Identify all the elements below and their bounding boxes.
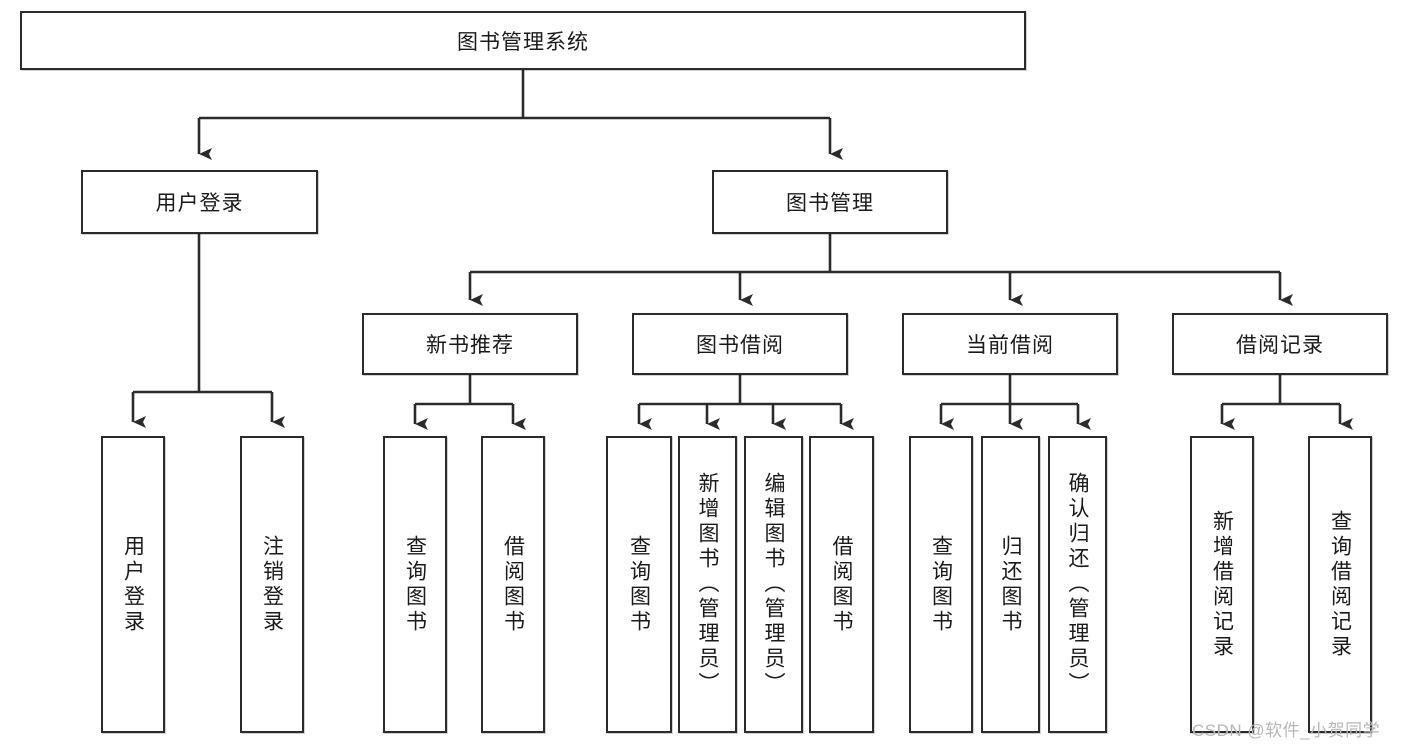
node-label: 注销登录 [260,534,284,635]
node-label: 借阅记录 [1236,334,1324,357]
leaf-record-query-borrow-record[interactable]: 查询借阅记录 [1308,436,1372,733]
leaf-current-return-book[interactable]: 归还图书 [981,436,1040,733]
node-label: 确认归还（管理员） [1066,472,1089,697]
node-new-book-recommend[interactable]: 新书推荐 [362,313,578,375]
node-label: 用户登录 [121,534,145,635]
leaf-borrow-add-book-admin[interactable]: 新增图书（管理员） [678,436,737,733]
leaf-borrow-query-book[interactable]: 查询图书 [606,436,672,733]
node-user-login[interactable]: 用户登录 [81,170,318,234]
node-label: 借阅图书 [501,534,525,635]
node-book-borrow[interactable]: 图书借阅 [632,313,848,375]
node-label: 新增借阅记录 [1210,509,1234,660]
node-label: 用户登录 [155,192,244,215]
node-label: 编辑图书（管理员） [762,472,785,697]
csdn-watermark: CSDN @软件_小贺同学 [1192,721,1381,740]
node-book-management[interactable]: 图书管理 [712,170,948,234]
node-label: 查询借阅记录 [1328,509,1352,660]
node-label: 新增图书（管理员） [696,472,719,697]
leaf-record-add-borrow-record[interactable]: 新增借阅记录 [1190,436,1254,733]
node-label: 新书推荐 [426,334,514,357]
leaf-current-confirm-return-admin[interactable]: 确认归还（管理员） [1048,436,1107,733]
node-borrow-record[interactable]: 借阅记录 [1172,313,1388,375]
leaf-user-login-login[interactable]: 用户登录 [101,436,165,733]
leaf-recommend-query-book[interactable]: 查询图书 [383,436,447,733]
leaf-borrow-edit-book-admin[interactable]: 编辑图书（管理员） [744,436,803,733]
node-label: 归还图书 [999,534,1022,635]
leaf-user-login-logout[interactable]: 注销登录 [240,436,304,733]
node-label: 图书管理 [786,192,874,215]
node-label: 图书管理系统 [457,30,589,54]
node-label: 当前借阅 [966,334,1054,357]
node-label: 查询图书 [627,534,651,635]
node-current-borrow[interactable]: 当前借阅 [902,313,1118,375]
node-label: 图书借阅 [696,334,784,357]
node-label: 借阅图书 [830,534,853,635]
leaf-borrow-borrow-book[interactable]: 借阅图书 [809,436,874,733]
node-label: 查询图书 [403,534,427,635]
node-root-library-system[interactable]: 图书管理系统 [20,11,1026,70]
leaf-recommend-borrow-book[interactable]: 借阅图书 [481,436,545,733]
leaf-current-query-book[interactable]: 查询图书 [909,436,973,733]
node-label: 查询图书 [929,534,953,635]
